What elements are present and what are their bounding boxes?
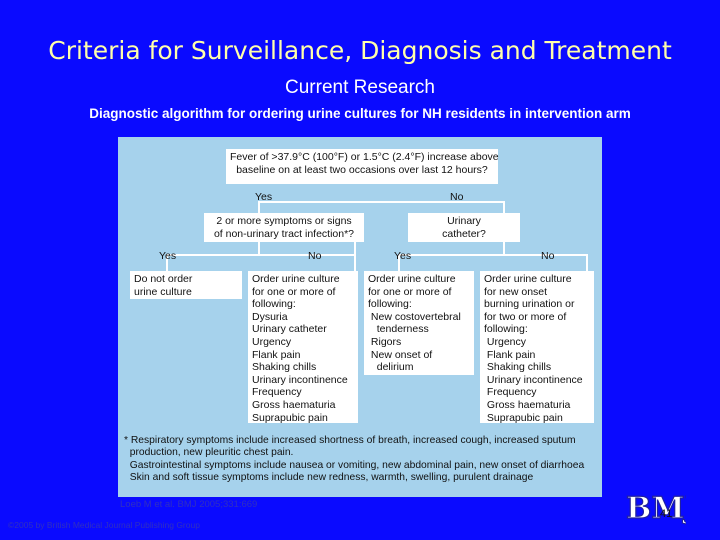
connector <box>166 254 356 256</box>
no-label: No <box>308 250 322 262</box>
connector <box>398 254 400 271</box>
yes-label: Yes <box>255 191 273 203</box>
order-culture-catheter-box: Order urine culture for one or more of f… <box>364 271 474 375</box>
no-label: No <box>450 191 464 203</box>
bmj-logo: BMJ <box>625 490 686 526</box>
no-label: No <box>541 250 555 262</box>
connector <box>258 201 505 203</box>
figure-caption: Diagnostic algorithm for ordering urine … <box>89 106 631 121</box>
fever-question-box: Fever of >37.9°C (100°F) or 1.5°C (2.4°F… <box>226 149 499 184</box>
urinary-catheter-question-box: Urinary catheter? <box>408 213 520 242</box>
connector <box>586 254 588 271</box>
connector <box>258 240 260 256</box>
connector <box>398 254 588 256</box>
connector <box>258 201 260 213</box>
yes-label: Yes <box>159 250 177 262</box>
bmj-logo-text: BMJ <box>626 491 686 526</box>
copyright: ©2005 by British Medical Journal Publish… <box>8 520 200 530</box>
order-culture-no-catheter-box: Order urine culture for new onset burnin… <box>480 271 594 424</box>
connector <box>503 201 505 213</box>
non-urinary-symptoms-question-box: 2 or more symptoms or signs of non-urina… <box>204 213 364 242</box>
connector <box>166 254 168 271</box>
order-culture-no-symptoms-box: Order urine culture for one or more of f… <box>248 271 358 424</box>
connector <box>354 242 356 272</box>
algorithm-panel: Fever of >37.9°C (100°F) or 1.5°C (2.4°F… <box>118 137 602 497</box>
yes-label: Yes <box>394 250 412 262</box>
slide-title: Criteria for Surveillance, Diagnosis and… <box>48 36 672 65</box>
do-not-order-box: Do not order urine culture <box>130 271 242 299</box>
slide-subtitle: Current Research <box>285 77 435 98</box>
connector <box>503 240 505 256</box>
citation: Loeb M et al. BMJ 2005;331:669 <box>120 499 258 510</box>
page-number: 41 <box>660 508 673 520</box>
footnote: * Respiratory symptoms include increased… <box>124 435 585 484</box>
